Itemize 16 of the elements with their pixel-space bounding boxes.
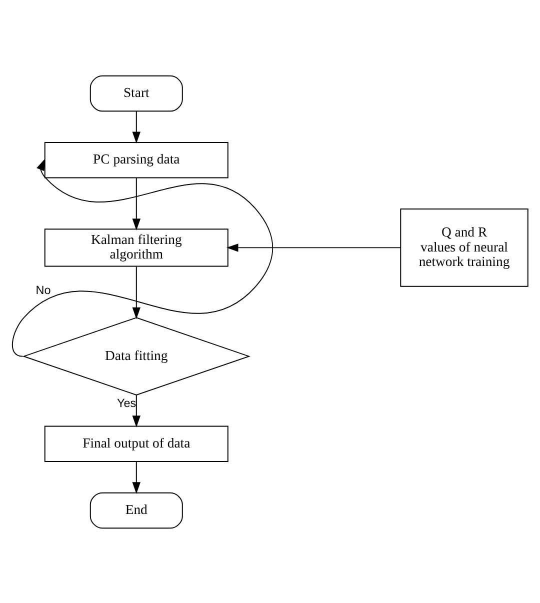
arrow (226, 243, 402, 252)
node-diamond: Data fitting (22, 316, 250, 395)
node-box: Final output of data (44, 425, 228, 462)
node-box: Start (90, 74, 183, 112)
arrow (132, 177, 140, 230)
arrow (132, 460, 140, 494)
arrow (12, 158, 274, 356)
edge-label: Yes (117, 396, 136, 410)
arrow (132, 266, 140, 319)
node-box: PC parsing data (44, 141, 228, 178)
node-box: Q and R values of neural network training (400, 208, 528, 286)
node-box: Kalman filtering algorithm (44, 228, 228, 266)
arrow (132, 110, 140, 144)
arrow (132, 394, 140, 427)
node-box: End (90, 492, 183, 528)
edge-label: No (36, 283, 51, 296)
